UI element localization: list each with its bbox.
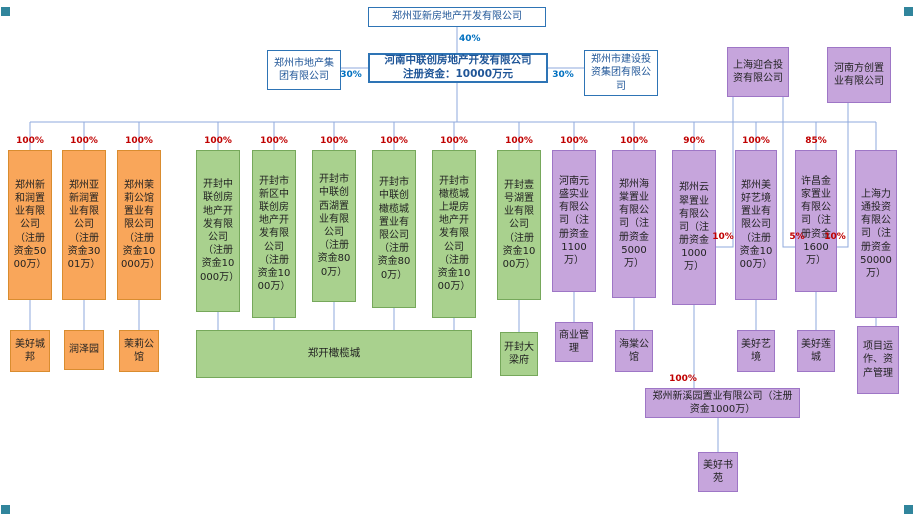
project-node[interactable]: 商业管理 [555,322,593,362]
corner-handle-top-right [904,7,913,16]
shareholder-node-left[interactable]: 郑州市地产集团有限公司 [267,50,341,90]
company-node[interactable]: 郑州云翠置业有限公司（注册资金1000万） [672,150,716,305]
investor-node-henan-fangchuang[interactable]: 河南方创置业有限公司 [827,47,891,103]
company-node[interactable]: 开封市橄榄城上堤房地产开发有限公司（注册资金1000万） [432,150,476,318]
main-company-capital: 注册资金：10000万元 [402,68,514,80]
subsubsidiary-node-xinxiyuan[interactable]: 郑州新溪园置业有限公司（注册资金1000万） [645,388,800,418]
company-node[interactable]: 开封市中联创西湖置业有限公司（注册资金800万） [312,150,356,302]
minority-stake-pct-3: 10% [824,232,846,242]
ownership-pct: 100% [125,136,153,146]
company-node[interactable]: 郑州美好艺境置业有限公司（注册资金1000万） [735,150,777,300]
ownership-pct-subsub: 100% [669,374,697,384]
main-company-name: 河南中联创房地产开发有限公司 [384,54,532,67]
ownership-pct: 85% [805,136,827,146]
corner-handle-bottom-right [904,505,913,514]
company-node[interactable]: 开封市新区中联创房地产开发有限公司（注册资金1000万） [252,150,296,318]
project-node[interactable]: 美好城邦 [10,330,50,372]
main-company-node[interactable]: 河南中联创房地产开发有限公司 注册资金：10000万元 [368,53,548,83]
investor-node-shanghai-yinghe[interactable]: 上海迎合投资有限公司 [727,47,789,97]
company-node[interactable]: 开封市中联创橄榄城置业有限公司（注册资金800万） [372,150,416,308]
company-node[interactable]: 郑州海棠置业有限公司（注册资金5000万） [612,150,656,298]
ownership-pct: 100% [560,136,588,146]
project-node[interactable]: 茉莉公馆 [119,330,159,372]
ownership-pct-root: 40% [459,34,481,44]
ownership-pct-shareholder-left: 30% [340,70,362,80]
ownership-pct: 100% [204,136,232,146]
project-node[interactable]: 美好艺境 [737,330,775,372]
project-node-zhengkai-ganlancheng[interactable]: 郑开橄榄城 [196,330,472,378]
ownership-pct: 100% [440,136,468,146]
minority-stake-pct-2: 5% [789,232,805,242]
corner-handle-bottom-left [1,505,10,514]
project-node[interactable]: 润泽园 [64,330,104,370]
corner-handle-top-left [1,7,10,16]
company-node[interactable]: 郑州茉莉公馆置业有限公司（注册资金10000万） [117,150,161,300]
ownership-pct: 100% [620,136,648,146]
company-node[interactable]: 开封中联创房地产开发有限公司（注册资金10000万） [196,150,240,312]
project-node-meihao-shuyuan[interactable]: 美好书苑 [698,452,738,492]
project-node[interactable]: 项目运作、资产管理 [857,326,899,394]
ownership-pct-shareholder-right: 30% [552,70,574,80]
company-node[interactable]: 许昌金家置业有限公司（注册资金1600万） [795,150,837,292]
project-node[interactable]: 开封大梁府 [500,332,538,376]
ownership-pct: 90% [683,136,705,146]
ownership-pct: 100% [70,136,98,146]
ownership-pct: 100% [320,136,348,146]
ownership-pct: 100% [380,136,408,146]
ownership-pct: 100% [505,136,533,146]
ownership-pct: 100% [742,136,770,146]
company-node[interactable]: 开封壹号湖置业有限公司（注册资金1000万） [497,150,541,300]
company-node[interactable]: 河南元盛实业有限公司（注册资金1100万） [552,150,596,292]
company-node[interactable]: 郑州新和润置业有限公司（注册资金5000万） [8,150,52,300]
project-node[interactable]: 海棠公馆 [615,330,653,372]
minority-stake-pct-1: 10% [712,232,734,242]
ownership-pct: 100% [16,136,44,146]
company-node[interactable]: 郑州亚新润置业有限公司（注册资金3001万） [62,150,106,300]
root-company-node[interactable]: 郑州亚新房地产开发有限公司 [368,7,546,27]
project-node[interactable]: 美好莲城 [797,330,835,372]
shareholder-node-right[interactable]: 郑州市建设投资集团有限公司 [584,50,658,96]
ownership-pct: 100% [260,136,288,146]
company-node[interactable]: 上海力通投资有限公司（注册资金50000万） [855,150,897,318]
